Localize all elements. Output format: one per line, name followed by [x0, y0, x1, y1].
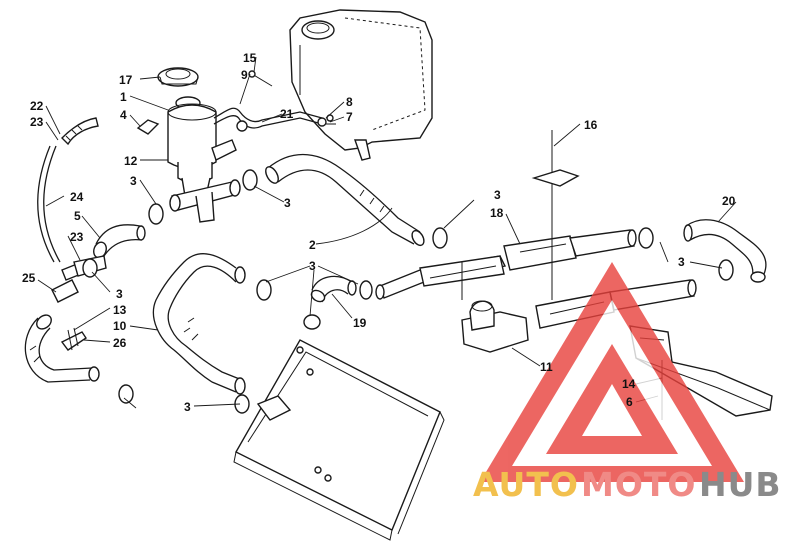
callout-6: 6 — [626, 395, 633, 409]
callout-labels: 17 1 4 12 3 15 9 21 8 7 3 2 22 23 24 5 2… — [22, 51, 736, 414]
callout-5: 5 — [74, 209, 81, 223]
callout-3a: 3 — [130, 174, 137, 188]
watermark-word-moto: MOTO — [581, 465, 696, 504]
callout-14: 14 — [622, 377, 636, 391]
callout-4: 4 — [120, 108, 127, 122]
callout-22: 22 — [30, 99, 44, 113]
callout-11: 11 — [540, 360, 553, 374]
callout-8: 8 — [346, 95, 353, 109]
mounting-bracket — [136, 119, 160, 135]
callout-10: 10 — [113, 319, 127, 333]
callout-19: 19 — [353, 316, 367, 330]
rod — [531, 130, 580, 300]
callout-3c: 3 — [116, 287, 123, 301]
serpentine-hose — [152, 253, 246, 395]
callout-3f: 3 — [494, 188, 501, 202]
callout-3e: 3 — [309, 259, 316, 273]
callout-15: 15 — [243, 51, 257, 65]
callout-3b: 3 — [284, 196, 291, 210]
callout-18: 18 — [490, 206, 504, 220]
watermark-word-hub: HUB — [699, 465, 782, 504]
callout-2: 2 — [309, 238, 316, 252]
watermark-word-auto: AUTO — [473, 465, 579, 504]
callout-23a: 23 — [30, 115, 44, 129]
watermark-logo — [480, 262, 744, 482]
overflow-hose — [213, 107, 327, 132]
callout-12: 12 — [124, 154, 138, 168]
callout-1: 1 — [120, 90, 127, 104]
elbow-hose — [93, 224, 146, 259]
radiator-cap — [157, 67, 199, 87]
hose-clip — [60, 327, 87, 351]
tee-fitting — [169, 179, 241, 223]
coolant-hose-main — [265, 153, 425, 247]
heat-exchanger — [233, 339, 445, 541]
hose-clamp — [82, 169, 734, 414]
callout-26: 26 — [113, 336, 127, 350]
vent-tube — [37, 117, 99, 263]
small-elbow — [310, 275, 357, 303]
callout-23b: 23 — [70, 230, 84, 244]
callout-20: 20 — [722, 194, 736, 208]
callout-3g: 3 — [678, 255, 685, 269]
callout-24: 24 — [70, 190, 84, 204]
screw — [248, 70, 336, 125]
callout-25: 25 — [22, 271, 36, 285]
coolant-reservoir — [289, 9, 433, 161]
callout-21: 21 — [280, 107, 294, 121]
callout-9: 9 — [241, 68, 248, 82]
callout-16: 16 — [584, 118, 598, 132]
callout-7: 7 — [346, 110, 353, 124]
coolant-hose-right — [683, 219, 767, 283]
callout-13: 13 — [113, 303, 127, 317]
callout-3d: 3 — [184, 400, 191, 414]
coolant-tube-upper — [375, 229, 637, 300]
callout-17: 17 — [119, 73, 133, 87]
expansion-bottle — [167, 96, 237, 197]
watermark-wordmark: AUTO MOTO HUB — [473, 465, 782, 504]
thermostat-housing — [461, 262, 529, 353]
lower-left-hose — [24, 314, 100, 383]
